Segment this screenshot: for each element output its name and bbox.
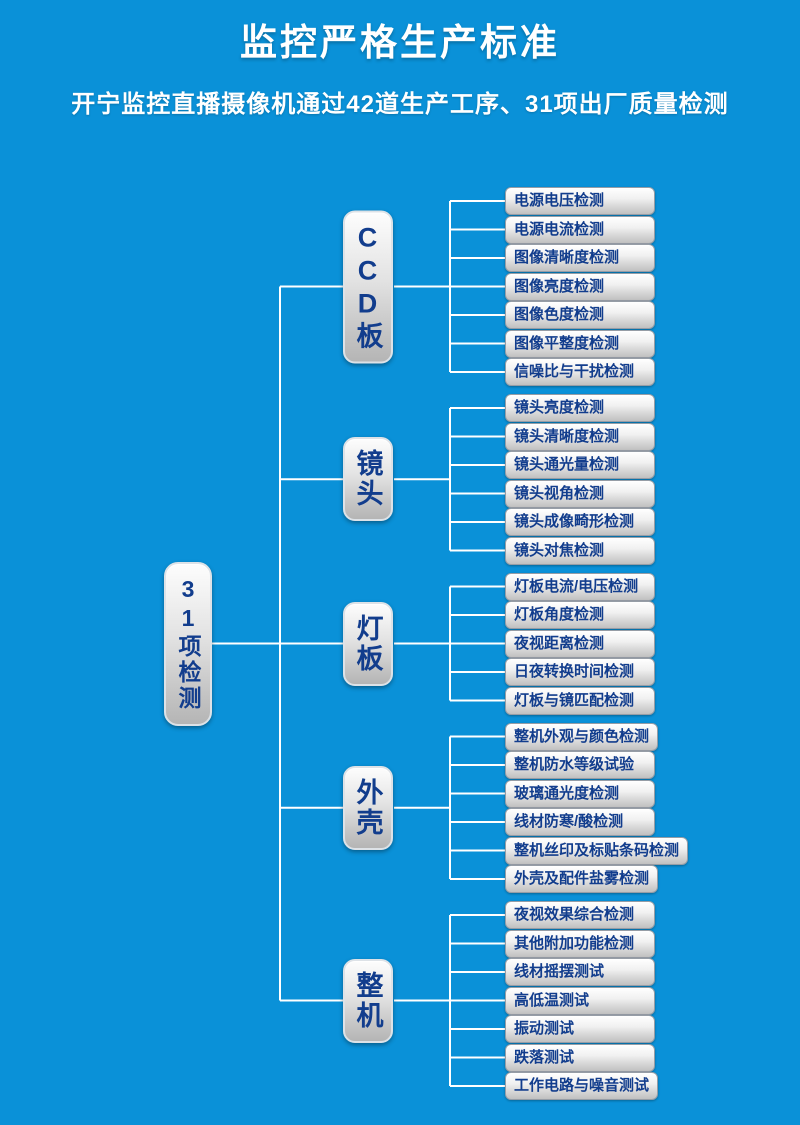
- category-label: 整机: [352, 970, 383, 1031]
- test-item-node: 图像色度检测: [505, 301, 655, 329]
- page-subtitle: 开宁监控直播摄像机通过42道生产工序、31项出厂质量检测: [71, 91, 729, 118]
- category-label: 灯板: [352, 613, 383, 674]
- test-item-node: 线材摇摆测试: [505, 958, 655, 986]
- root-label: 31项检测: [175, 575, 201, 712]
- test-item-node: 跌落测试: [505, 1043, 655, 1072]
- category-node: 整机: [343, 958, 393, 1043]
- category-node: 外壳: [343, 765, 393, 850]
- test-item-node: 夜视效果综合检测: [505, 901, 655, 929]
- test-item-node: 镜头清晰度检测: [505, 422, 655, 451]
- category-label: 外壳: [352, 777, 383, 838]
- test-item-node: 高低温测试: [505, 986, 655, 1015]
- test-item-node: 整机外观与颜色检测: [505, 722, 659, 751]
- root-node: 31项检测: [164, 561, 212, 726]
- category-label: 镜头: [352, 449, 383, 510]
- test-item-node: 日夜转换时间检测: [505, 658, 655, 686]
- test-item-node: 工作电路与噪音测试: [505, 1072, 659, 1100]
- category-node: 镜头: [343, 437, 393, 522]
- test-item-node: 整机丝印及标贴条码检测: [505, 836, 689, 865]
- test-item-node: 整机防水等级试验: [505, 751, 655, 779]
- category-label: CCD板: [352, 222, 383, 351]
- test-item-node: 图像清晰度检测: [505, 244, 655, 272]
- test-item-node: 电源电流检测: [505, 215, 655, 244]
- test-item-node: 灯板与镜匹配检测: [505, 686, 655, 715]
- test-item-node: 线材防寒/酸检测: [505, 808, 655, 836]
- page-title: 监控严格生产标准: [240, 22, 560, 63]
- test-item-node: 夜视距离检测: [505, 629, 655, 658]
- category-node: CCD板: [343, 210, 393, 363]
- test-item-node: 电源电压检测: [505, 187, 655, 215]
- test-item-node: 玻璃通光度检测: [505, 779, 655, 808]
- test-item-node: 外壳及配件盐雾检测: [505, 865, 659, 893]
- test-item-node: 图像亮度检测: [505, 272, 655, 301]
- test-item-node: 镜头视角检测: [505, 479, 655, 508]
- test-item-node: 镜头通光量检测: [505, 451, 655, 479]
- test-item-node: 灯板角度检测: [505, 601, 655, 629]
- test-item-node: 振动测试: [505, 1015, 655, 1043]
- category-node: 灯板: [343, 601, 393, 686]
- test-item-node: 灯板电流/电压检测: [505, 572, 655, 601]
- test-item-node: 其他附加功能检测: [505, 929, 655, 958]
- test-item-node: 图像平整度检测: [505, 329, 655, 358]
- test-item-node: 镜头对焦检测: [505, 536, 655, 565]
- test-item-node: 信噪比与干扰检测: [505, 358, 655, 386]
- test-item-node: 镜头成像畸形检测: [505, 508, 655, 536]
- test-item-node: 镜头亮度检测: [505, 394, 655, 422]
